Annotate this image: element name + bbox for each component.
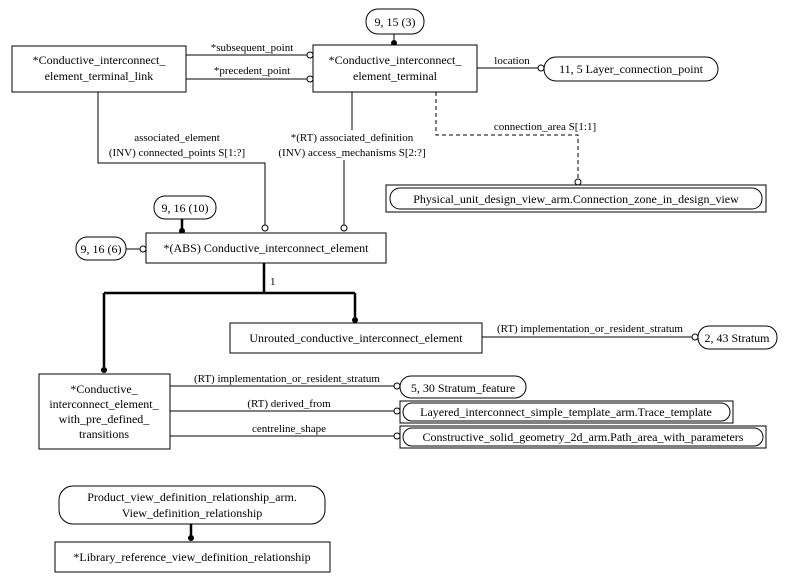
label-connection-area: connection_area S[1:1] [494,121,596,133]
supertype-branch-predefined-dot [101,367,107,373]
label-impl-stratum-unrouted: (RT) implementation_or_resident_stratum [497,323,683,335]
ref-page-9-16-6-label: 9, 16 (6) [81,242,122,256]
label-associated-definition-1: *(RT) associated_definition [291,132,414,144]
impl-stratum-predef-circle [393,382,401,390]
view-def-rel-dot [188,535,194,541]
ref-view-def-rel-line-1: Product_view_definition_relationship_arm… [87,490,297,504]
entity-terminal-link-line-1: *Conductive_interconnect_ [33,53,167,67]
entity-unrouted-label: Unrouted_conductive_interconnect_element [249,331,463,345]
ref-trace-template[interactable]: Layered_interconnect_simple_template_arm… [399,400,734,424]
derived-from-circle [393,407,401,415]
associated-element-circle [261,224,269,232]
entity-predefined-line-3: with_pre_defined_ [59,412,151,426]
entity-terminal-line-1: *Conductive_interconnect_ [329,53,463,67]
label-precedent-point: *precedent_point [214,65,290,77]
entity-terminal-link-line-2: element_terminal_link [45,69,154,83]
label-subsequent-point: *subsequent_point [211,42,294,54]
entity-unrouted[interactable]: Unrouted_conductive_interconnect_element [229,322,483,354]
ref-path-area[interactable]: Constructive_solid_geometry_2d_arm.Path_… [399,425,767,449]
entity-predefined[interactable]: *Conductive_ interconnect_element_ with_… [38,373,171,450]
subsequent-point-circle [306,51,314,59]
ref-stratum-feature[interactable]: 5, 30 Stratum_feature [399,375,527,399]
label-associated-definition-2: (INV) access_mechanisms S[2:?] [278,147,425,159]
entity-library-ref-label: *Library_reference_view_definition_relat… [73,550,310,564]
ref-page-9-16-6[interactable]: 9, 16 (6) [75,236,127,261]
label-associated-element-1: associated_element [134,132,220,144]
entity-terminal-link[interactable]: *Conductive_interconnect_ element_termin… [11,45,187,93]
connection-area-line [435,92,579,180]
label-location: location [494,55,530,67]
label-associated-element-2: (INV) connected_points S[1:?] [109,147,245,159]
ref-page-9-15[interactable]: 9, 15 (3) [365,8,425,35]
associated-element-line [97,92,266,225]
associated-definition-circle [340,224,348,232]
precedent-point-circle [306,75,314,83]
label-impl-stratum-predef: (RT) implementation_or_resident_stratum [194,373,380,385]
label-centreline-shape: centreline_shape [252,423,326,435]
entity-predefined-line-4: transitions [79,427,129,441]
ref-view-def-rel-line-2: View_definition_relationship [122,506,263,520]
ref-layer-connection-point-label: 11, 5 Layer_connection_point [559,62,704,76]
location-circle [537,64,545,72]
entity-library-ref[interactable]: *Library_reference_view_definition_relat… [54,541,331,573]
centreline-shape-circle [393,432,401,440]
supertype-branch-unrouted-dot [352,317,358,323]
ref-trace-template-label: Layered_interconnect_simple_template_arm… [420,405,712,419]
entity-predefined-line-2: interconnect_element_ [49,397,159,411]
entity-terminal-line-2: element_terminal [353,69,438,83]
ref-view-def-rel[interactable]: Product_view_definition_relationship_arm… [58,485,326,525]
ref-page-9-15-label: 9, 15 (3) [375,15,416,29]
ref-layer-connection-point[interactable]: 11, 5 Layer_connection_point [543,56,719,82]
ref-connection-zone[interactable]: Physical_unit_design_view_arm.Connection… [385,184,767,213]
label-derived-from: (RT) derived_from [247,398,331,410]
entity-abs-element-label: *(ABS) Conductive_interconnect_element [164,241,370,255]
connection-area-circle [574,178,582,186]
ref-page-9-16-10-label: 9, 16 (10) [162,201,209,215]
ref-path-area-label: Constructive_solid_geometry_2d_arm.Path_… [423,430,744,444]
ref-connection-zone-label: Physical_unit_design_view_arm.Connection… [413,192,739,206]
ref-stratum-feature-label: 5, 30 Stratum_feature [411,381,515,395]
ref-page-9-16-10[interactable]: 9, 16 (10) [153,195,217,220]
entity-predefined-line-1: *Conductive_ [70,382,138,396]
label-one-of: 1 [270,276,276,288]
ref-stratum[interactable]: 2, 43 Stratum [697,325,778,350]
entity-abs-element[interactable]: *(ABS) Conductive_interconnect_element [145,232,387,264]
entity-terminal[interactable]: *Conductive_interconnect_ element_termin… [312,44,478,93]
page-ref-9-16-6-circle [139,245,147,253]
ref-stratum-label: 2, 43 Stratum [705,331,771,345]
impl-stratum-unrouted-circle [691,333,699,341]
